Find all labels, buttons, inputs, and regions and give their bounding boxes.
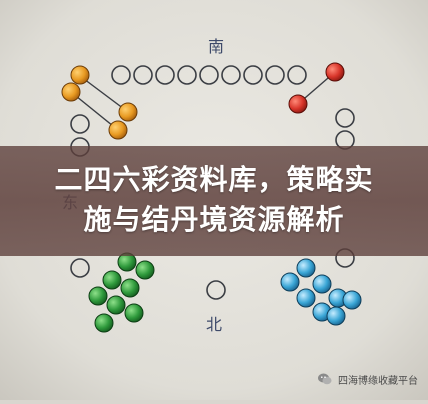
top-hole-row — [111, 65, 307, 85]
watermark: 四海博缘收藏平台 — [317, 370, 418, 388]
main-title-line-2: 施与结丹境资源解析 — [83, 203, 345, 236]
label-north: 北 — [206, 315, 222, 334]
wechat-watermark-icon — [318, 373, 332, 385]
orange-marbles — [61, 65, 138, 140]
red-marbles — [288, 62, 345, 114]
main-title-line-1: 二四六彩资料库，策略实 — [54, 163, 374, 196]
center-hole — [206, 280, 226, 300]
watermark-text: 四海博缘收藏平台 — [338, 375, 418, 387]
title-banner — [0, 146, 428, 256]
label-south: 南 — [208, 37, 224, 56]
blue-marbles — [280, 258, 362, 326]
main-title: 二四六彩资料库，策略实 施与结丹境资源解析 — [8, 160, 420, 240]
green-marbles — [88, 252, 155, 333]
